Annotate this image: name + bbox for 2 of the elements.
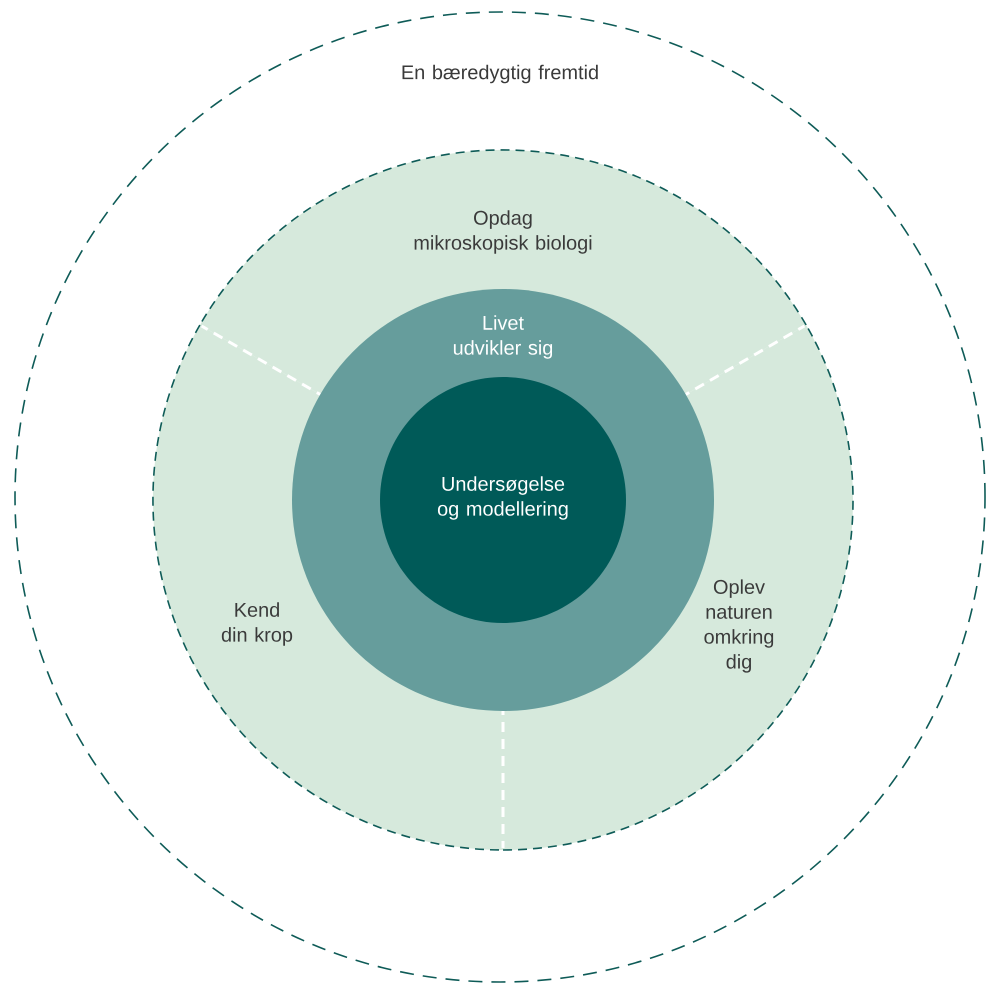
circle-label: En bæredygtig fremtid bbox=[402, 64, 598, 84]
node-label: Kend din krop bbox=[222, 602, 292, 646]
